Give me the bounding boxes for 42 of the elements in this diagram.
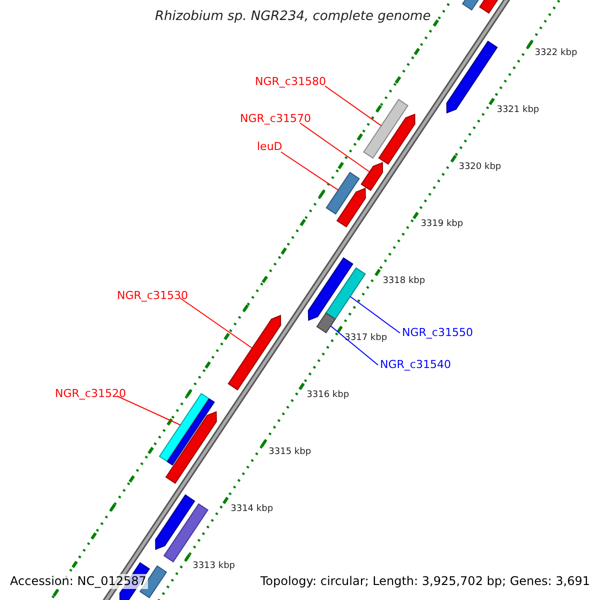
gene-feature [163, 503, 208, 562]
leader-line [330, 325, 378, 366]
scale-label: 3315 kbp [268, 448, 312, 458]
genome-info-text: Topology: circular; Length: 3,925,702 bp; Genes: 3,691 [258, 574, 592, 590]
gene-feature [166, 398, 215, 466]
leader-line [300, 122, 370, 172]
genome-title: Rhizobium sp. NGR234, complete genome [155, 10, 431, 24]
gene-feature [378, 114, 416, 165]
scale-label: 3317 kbp [344, 334, 388, 344]
gene-label: NGR_c31530 [117, 290, 188, 302]
gene-feature [316, 312, 336, 334]
leader-line [350, 296, 400, 334]
gene-label: NGR_c31520 [55, 388, 126, 400]
gene-feature [165, 411, 217, 484]
scale-label: 3314 kbp [230, 505, 274, 516]
leader-line [324, 86, 382, 126]
gene-feature [308, 257, 354, 321]
scale-label: 3320 kbp [458, 163, 502, 174]
scale-label: 3316 kbp [306, 391, 350, 402]
gene-feature [326, 172, 360, 215]
leader-line [280, 152, 339, 191]
gene-feature [325, 267, 366, 320]
gene-feature [360, 162, 383, 191]
accession-text: Accession: NC_012587 [8, 574, 148, 590]
gene-feature [336, 188, 366, 228]
gene-feature [228, 314, 282, 390]
gene-feature [155, 494, 196, 550]
gene-feature [446, 40, 498, 114]
gene-feature [363, 98, 408, 159]
scale-label: 3318 kbp [382, 277, 426, 288]
gene-label: NGR_c31570 [240, 113, 311, 126]
gene-feature [158, 392, 210, 462]
gene-label: NGR_c31540 [380, 359, 451, 372]
scale-label: 3313 kbp [192, 562, 235, 572]
scale-label: 3322 kbp [534, 49, 578, 60]
scale-label: 3319 kbp [420, 220, 464, 230]
leader-line [180, 298, 253, 349]
gene-label: NGR_c31550 [402, 327, 473, 340]
gene-label: leuD [257, 141, 282, 154]
leader-line [116, 396, 181, 426]
scale-label: 3321 kbp [496, 106, 540, 116]
gene-label: NGR_c31580 [255, 76, 326, 88]
